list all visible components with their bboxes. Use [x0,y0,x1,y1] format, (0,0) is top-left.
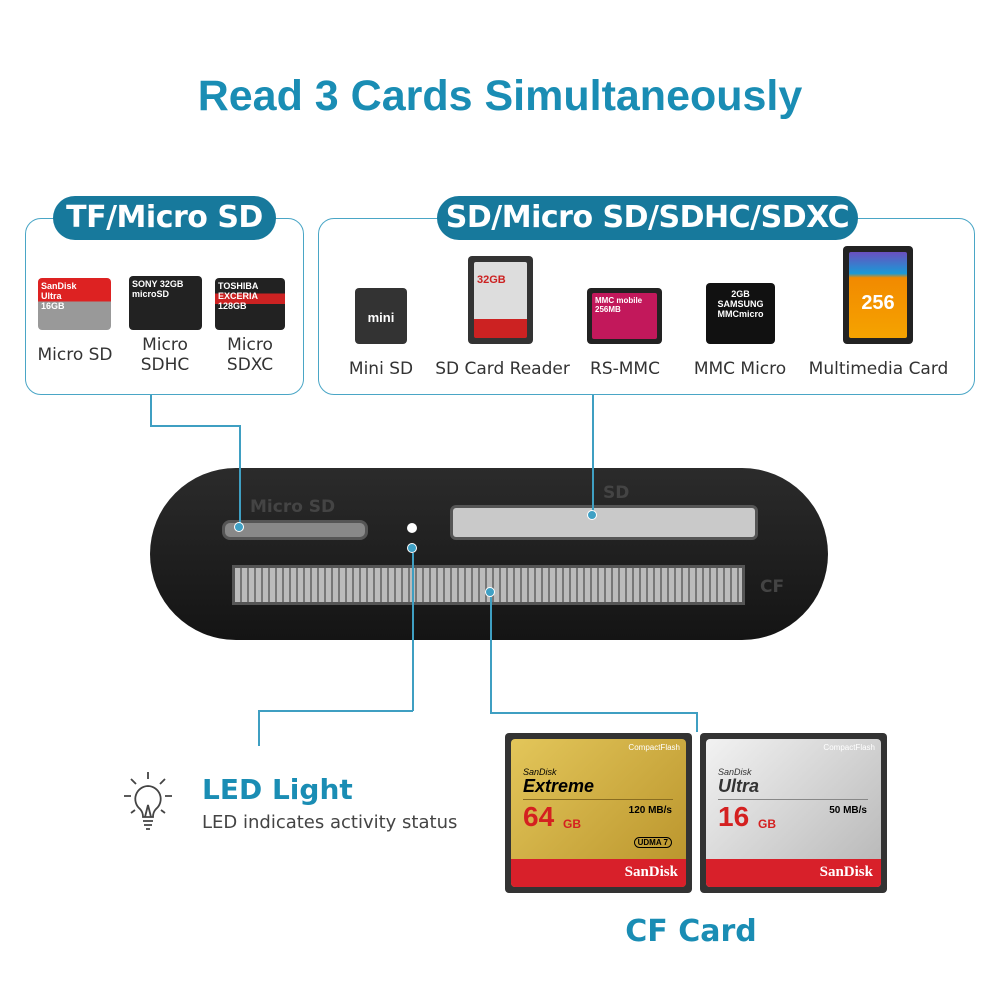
led-title: LED Light [202,773,353,806]
cf-card-extreme: CompactFlash SanDisk Extreme 64 GB 120 M… [505,733,692,893]
page-title: Read 3 Cards Simultaneously [197,72,803,120]
mmcmicro-label: MMC Micro [693,359,787,379]
cf-unit: GB [758,817,776,831]
cf-card-label: CF Card [625,914,757,949]
cf-capacity: 64 [523,801,555,832]
sd-reader-label: SD Card Reader [435,359,570,379]
microsd-slot-label: Micro SD [250,497,336,517]
connector-line [592,395,594,515]
card-reader-device [150,468,828,640]
cf-badge: UDMA 7 [633,837,672,848]
connector-dot [587,510,597,520]
connector-line [258,710,260,746]
light-bulb-icon [124,772,172,830]
cf-line: Ultra [718,776,760,796]
connector-line [490,597,492,713]
connector-line [490,712,697,714]
connector-line [412,553,414,711]
cf-maker: SanDisk [523,767,557,777]
microsd-label: Micro SD [37,345,113,365]
cf-slot [232,565,745,605]
cf-footer: SanDisk [706,859,881,887]
connector-line [696,712,698,732]
led-description: LED indicates activity status [202,812,458,833]
multimedia-card-label: Multimedia Card [808,359,949,379]
connector-line [150,425,240,427]
cf-brand: CompactFlash [628,743,680,752]
connector-line [150,395,152,426]
cf-speed: 120 MB/s [628,805,672,816]
connector-line [239,425,241,527]
cf-slot-label: CF [760,577,785,597]
microsdxc-label: Micro SDXC [226,335,274,375]
sd-section-pill: SD/Micro SD/SDHC/SDXC [437,196,858,240]
minisd-label: Mini SD [348,359,414,379]
microsd-slot [222,520,368,540]
sd-slot-label: SD [603,483,630,503]
cf-brand: CompactFlash [823,743,875,752]
cf-unit: GB [563,817,581,831]
tf-section-pill: TF/Micro SD [53,196,276,240]
cf-capacity: 16 [718,801,750,832]
cf-footer: SanDisk [511,859,686,887]
sd-card-image: 32GB [468,256,533,344]
minisd-card-image: mini [355,288,407,344]
cf-speed: 50 MB/s [829,805,867,816]
cf-card-ultra: CompactFlash SanDisk Ultra 16 GB 50 MB/s… [700,733,887,893]
connector-dot [407,543,417,553]
connector-line [258,710,413,712]
microsdhc-label: Micro SDHC [140,335,190,375]
cf-line: Extreme [523,776,595,796]
led-indicator [407,523,417,533]
connector-dot [234,522,244,532]
mmc-card-image: 256 [843,246,913,344]
cf-maker: SanDisk [718,767,752,777]
connector-dot [485,587,495,597]
sd-slot [450,505,758,540]
rsmmc-card-image: MMC mobile 256MB [587,288,662,344]
rsmmc-label: RS-MMC [590,359,660,379]
